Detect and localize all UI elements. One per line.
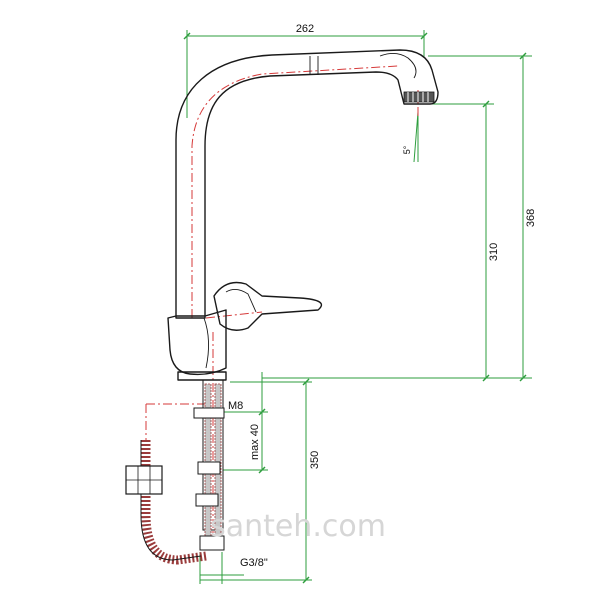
fixing-nut [193, 407, 225, 419]
fixing-nut [197, 461, 221, 475]
stud-thread-label: M8 [228, 400, 243, 412]
hose-length-label: 350 [309, 451, 321, 469]
base-plate [177, 371, 227, 381]
aerator-icon [403, 91, 435, 103]
mixer-body-line [203, 317, 209, 369]
mounting-assembly [125, 379, 225, 565]
hose-connector [199, 535, 225, 551]
outlet-height-label: 310 [488, 243, 500, 261]
dimension-ticks [183, 32, 527, 584]
connection-thread-label: G3/8" [240, 557, 268, 569]
lever-handle [213, 281, 323, 331]
max-thickness-label: max 40 [249, 424, 261, 460]
reach-dimension-label: 262 [296, 23, 314, 35]
total-height-label: 368 [525, 209, 537, 227]
spray-head-detail [379, 53, 417, 79]
spray-angle-label: 5° [402, 145, 412, 154]
faucet-body [167, 49, 439, 381]
dimension-lines [186, 30, 532, 584]
spout-outline [175, 49, 439, 319]
center-lines [138, 65, 419, 545]
fixing-nut [195, 493, 219, 507]
lever-detail [225, 289, 257, 313]
mixer-body [167, 309, 227, 376]
mounting-stud [202, 379, 224, 531]
watermark: santeh.com [210, 509, 386, 544]
